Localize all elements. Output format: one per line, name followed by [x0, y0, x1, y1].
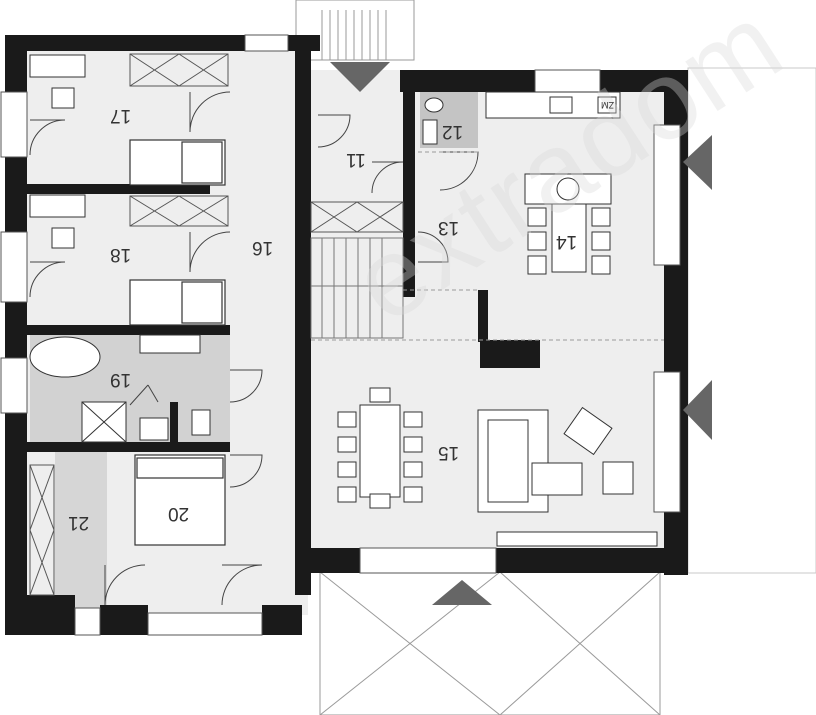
terrace-bottom — [319, 571, 661, 715]
room-label-16: 16 — [252, 237, 274, 258]
dining-14 — [527, 203, 611, 275]
entrance-porch — [295, 0, 415, 61]
room-label-20: 20 — [168, 503, 190, 524]
walls — [5, 35, 688, 635]
wardrobes — [29, 53, 404, 596]
bathroom-fixtures — [29, 97, 444, 443]
room-label-11: 11 — [346, 149, 366, 170]
entrance-arrows — [330, 62, 712, 605]
living-furniture — [477, 406, 658, 547]
room-label-21: 21 — [68, 512, 90, 533]
kitchen-counter — [485, 91, 621, 205]
windows — [0, 34, 681, 636]
room-label-12: 12 — [442, 121, 464, 142]
room-label-15: 15 — [438, 442, 460, 463]
stairs — [310, 237, 404, 339]
room-label-17: 17 — [110, 105, 132, 126]
appliance-label: ZM — [601, 100, 614, 110]
room-label-18: 18 — [110, 244, 132, 265]
dining-15 — [337, 387, 423, 509]
dashed-lines — [311, 151, 664, 341]
room-label-13: 13 — [438, 217, 460, 238]
room-label-14: 14 — [556, 231, 578, 252]
desks — [29, 54, 169, 441]
beds — [129, 139, 226, 546]
doors — [29, 91, 479, 606]
room-label-19: 19 — [110, 369, 132, 390]
wardrobe-floor — [55, 450, 107, 608]
